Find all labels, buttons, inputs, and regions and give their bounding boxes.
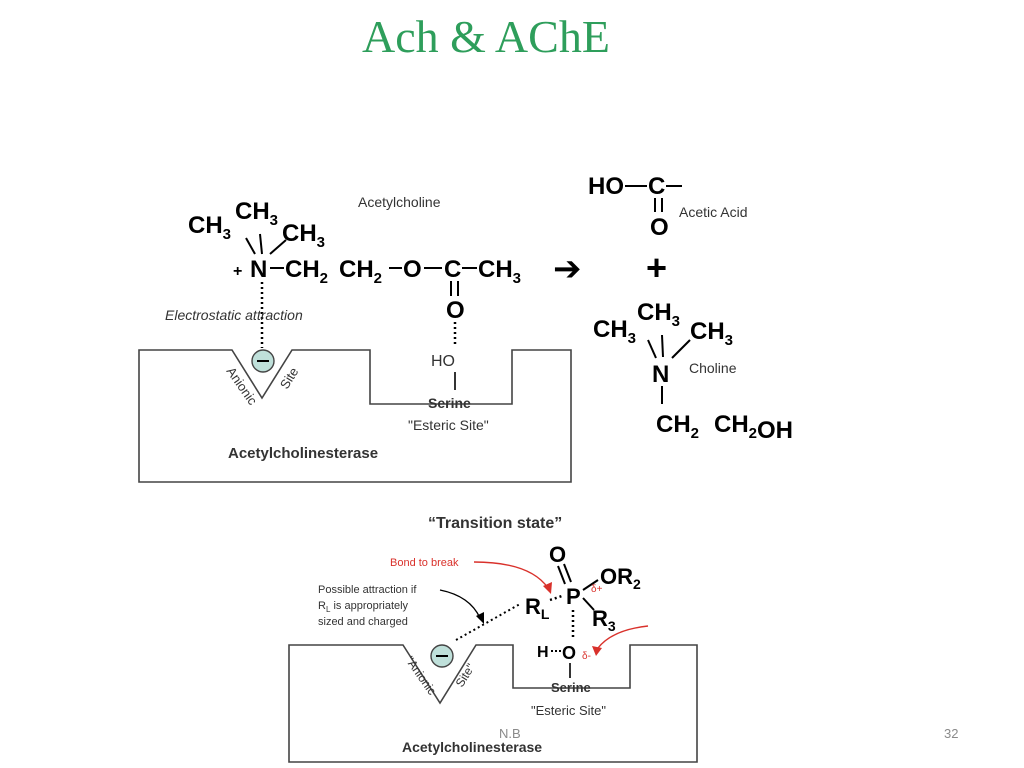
svg-text:CH3: CH3 <box>188 212 231 243</box>
enzyme-outline-top <box>138 349 572 483</box>
delta-plus-p: δ+ <box>591 584 603 595</box>
page-number: 32 <box>944 726 959 741</box>
svg-text:HO: HO <box>588 173 624 200</box>
svg-text:CH2: CH2 <box>285 256 328 287</box>
plus-sign: + <box>646 247 667 288</box>
svg-text:R3: R3 <box>592 606 616 634</box>
attack-arrow <box>597 625 649 649</box>
svg-text:N: N <box>250 256 267 283</box>
svg-text:+: + <box>233 263 242 280</box>
bond-break-arrow <box>473 561 549 589</box>
svg-text:O: O <box>446 297 465 324</box>
transition-state-structure: O P OR2 R3 RL H O <box>525 542 641 663</box>
svg-text:CH2: CH2 <box>339 256 382 287</box>
svg-text:CH2: CH2 <box>656 411 699 442</box>
svg-text:CH3: CH3 <box>478 256 521 287</box>
svg-text:CH2OH: CH2OH <box>714 411 793 444</box>
svg-text:N: N <box>652 361 669 388</box>
acetic-acid-label: Acetic Acid <box>679 204 747 220</box>
footer-author: N.B <box>499 726 521 741</box>
transition-state-label: “Transition state” <box>428 515 562 532</box>
svg-text:P: P <box>566 584 581 609</box>
svg-text:CH3: CH3 <box>593 316 636 347</box>
attraction-note-line1: Possible attraction if <box>318 584 417 596</box>
serine-label-top: Serine <box>428 395 471 411</box>
svg-text:O: O <box>562 643 576 663</box>
attraction-arrow <box>439 589 481 619</box>
attraction-arrowhead <box>476 612 484 624</box>
electrostatic-label: Electrostatic attraction <box>165 307 303 323</box>
svg-text:CH3: CH3 <box>282 220 325 251</box>
acetic-acid-structure: HO C O <box>588 173 682 241</box>
enzyme-outline-bottom <box>288 644 698 763</box>
site-word-bottom: Site" <box>453 661 478 690</box>
hydroxyl-top: HO <box>431 353 455 370</box>
svg-text:CH3: CH3 <box>235 198 278 229</box>
svg-text:C: C <box>444 256 461 283</box>
attack-arrowhead <box>592 646 602 656</box>
attraction-dotted-line <box>455 603 521 641</box>
svg-text:H: H <box>537 644 549 661</box>
enzyme-label-top: Acetylcholinesterase <box>228 445 378 462</box>
attraction-note-line2: RL is appropriately <box>318 600 409 614</box>
esteric-label-top: "Esteric Site" <box>408 417 489 433</box>
svg-text:RL: RL <box>525 594 550 622</box>
acetylcholine-label: Acetylcholine <box>358 194 441 210</box>
svg-text:C: C <box>648 173 665 200</box>
acetylcholine-structure: CH3 CH3 CH3 + N CH2 CH2 O C CH3 O <box>188 198 521 324</box>
svg-text:O: O <box>403 256 422 283</box>
choline-label: Choline <box>689 360 737 376</box>
reaction-arrow: ➔ <box>553 250 582 288</box>
slide-title: Ach & AChE <box>362 11 610 62</box>
serine-label-bottom: Serine <box>551 680 591 695</box>
svg-text:CH3: CH3 <box>637 299 680 330</box>
bond-to-break-label: Bond to break <box>390 557 459 569</box>
attraction-note-line3: sized and charged <box>318 616 408 628</box>
svg-text:O: O <box>549 542 566 567</box>
bond-break-arrowhead <box>543 582 552 594</box>
esteric-label-bottom: "Esteric Site" <box>531 703 606 718</box>
enzyme-label-bottom: Acetylcholinesterase <box>402 739 542 755</box>
rl-p-dotted <box>549 594 563 602</box>
svg-text:O: O <box>650 214 669 241</box>
delta-minus-o: δ- <box>582 651 591 662</box>
svg-text:OR2: OR2 <box>600 564 641 592</box>
svg-text:CH3: CH3 <box>690 318 733 349</box>
